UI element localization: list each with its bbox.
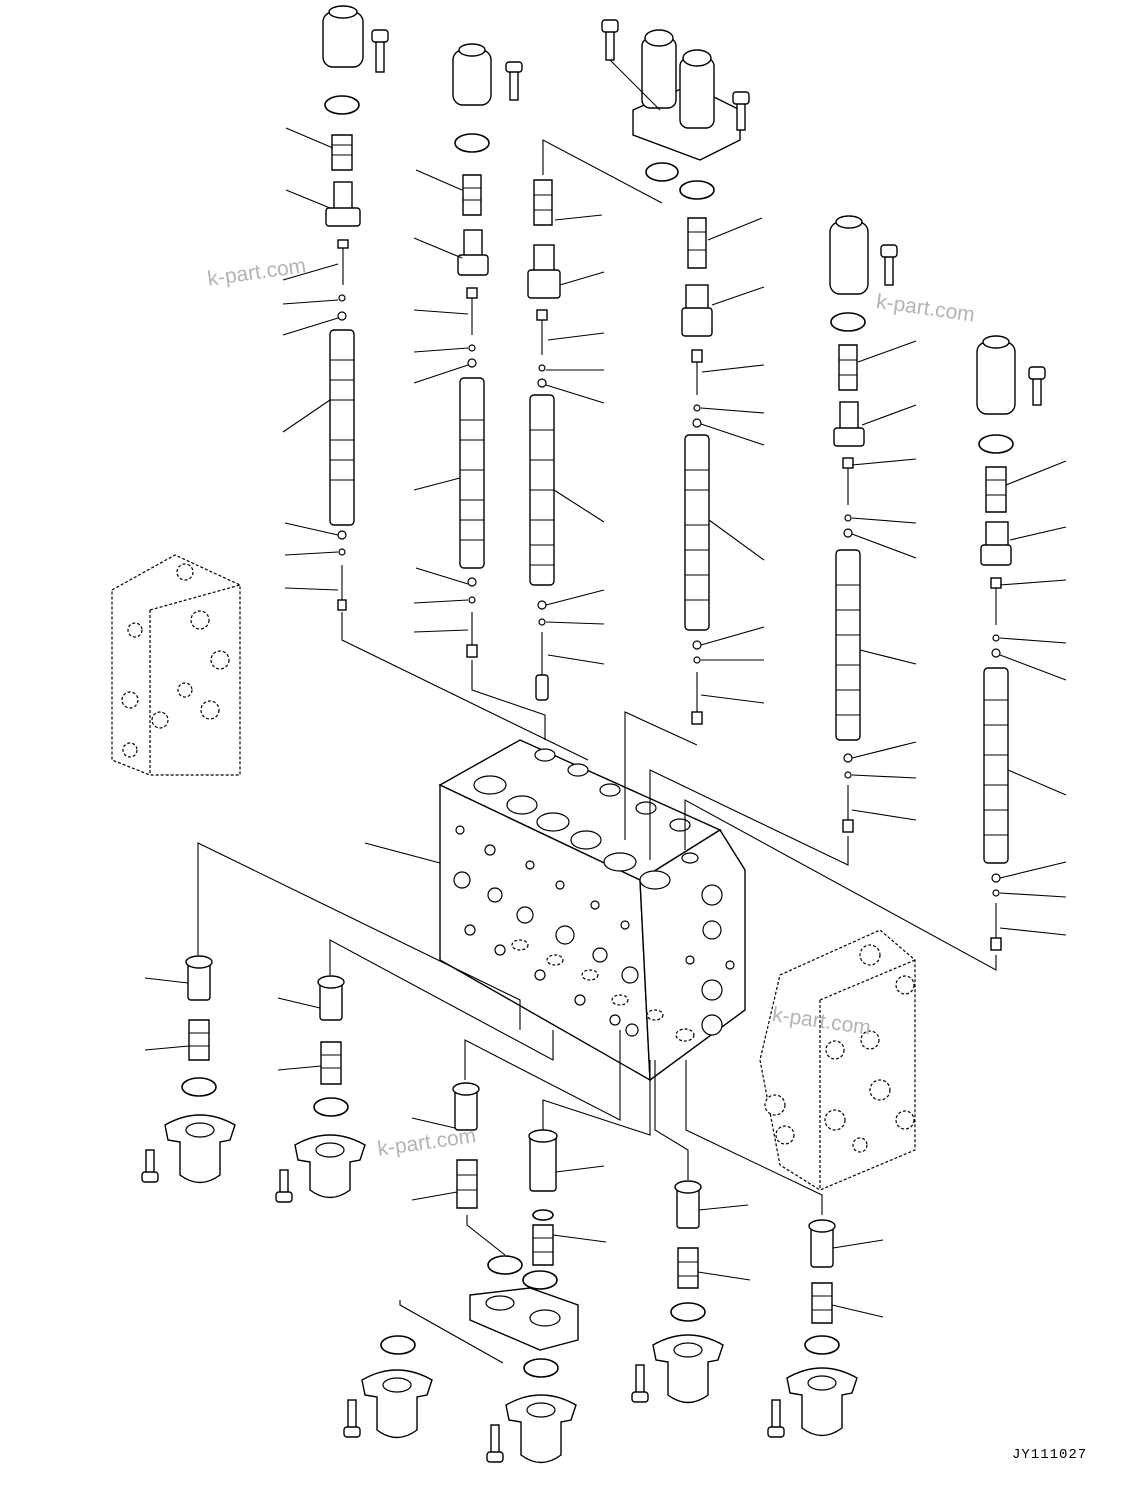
spool-column-2 (413, 43, 546, 740)
ghost-block-right (759, 929, 916, 1191)
valve-body (364, 739, 746, 1082)
lower-assembly-3 (411, 1030, 621, 1275)
lower-assembly-1 (141, 842, 521, 1184)
twin-cover-assembly (343, 1287, 579, 1464)
lower-assembly-5 (631, 1060, 751, 1404)
twin-solenoid-assembly (601, 19, 750, 200)
ghost-block-left (111, 554, 241, 776)
spool-column-1 (282, 5, 589, 761)
drawing-code: JY111027 (1012, 1447, 1088, 1463)
valve-body-side-ports (685, 884, 735, 1036)
lower-assembly-6 (685, 1060, 884, 1438)
lower-assembly-4 (522, 1060, 651, 1290)
valve-body-top-ports (473, 748, 699, 890)
valve-body-front-holes (453, 825, 695, 1042)
spool-column-5 (649, 215, 917, 866)
spool-column-3 (527, 139, 663, 701)
spool-column-6 (684, 335, 1067, 971)
spool-column-4 (624, 217, 765, 840)
lower-assembly-2 (275, 939, 554, 1203)
